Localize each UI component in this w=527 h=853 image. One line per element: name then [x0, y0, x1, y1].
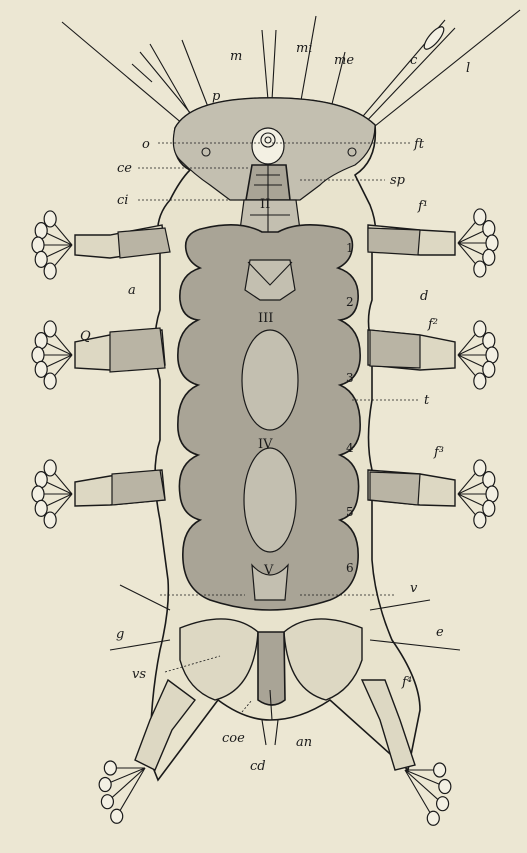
- label-f1: f¹: [417, 199, 428, 214]
- label-c: c: [410, 53, 418, 68]
- label-e: e: [436, 625, 444, 640]
- label-1: 1: [346, 241, 354, 255]
- label-a: a: [128, 283, 136, 298]
- hindgut: [180, 619, 362, 745]
- label-t: t: [424, 393, 430, 408]
- label-f3: f³: [433, 445, 444, 460]
- label-p: p: [212, 89, 221, 104]
- label-me: me: [334, 53, 354, 68]
- label-ce: ce: [117, 161, 132, 176]
- label-an: an: [296, 735, 312, 750]
- right-claw-rosette-2: [458, 321, 498, 389]
- right-hind-claws: [405, 763, 451, 825]
- label-V: V: [263, 563, 274, 578]
- label-5: 5: [346, 505, 354, 519]
- label-l: l: [466, 61, 470, 76]
- label-cd: cd: [250, 759, 266, 774]
- label-4: 4: [346, 441, 354, 455]
- label-vs: vs: [132, 667, 146, 682]
- label-IV: IV: [258, 437, 273, 452]
- label-ci: ci: [117, 193, 128, 208]
- label-2: 2: [346, 295, 354, 309]
- left-claw-rosette-1: [32, 211, 72, 279]
- left-claw-rosette-3: [32, 460, 72, 528]
- left-claw-rosette-2: [32, 321, 72, 389]
- label-sp: sp: [390, 173, 406, 188]
- label-o: o: [142, 137, 150, 152]
- label-III: III: [258, 311, 273, 326]
- label-II: II: [260, 197, 270, 212]
- label-g: g: [116, 627, 124, 642]
- label-coe: coe: [222, 731, 245, 746]
- label-3: 3: [346, 371, 354, 385]
- label-v: v: [410, 581, 418, 596]
- right-claw-rosette-1: [458, 209, 498, 277]
- label-f2: f²: [427, 317, 438, 332]
- label-ft: ft: [413, 137, 425, 152]
- right-claw-rosette-3: [458, 460, 498, 528]
- label-f4: f⁴: [401, 675, 412, 690]
- label-Q: Q: [80, 329, 91, 344]
- label-mi: mi: [296, 41, 313, 56]
- label-d: d: [420, 289, 428, 304]
- label-6: 6: [346, 561, 354, 575]
- left-hind-claws: [99, 761, 145, 823]
- label-m: m: [230, 49, 242, 64]
